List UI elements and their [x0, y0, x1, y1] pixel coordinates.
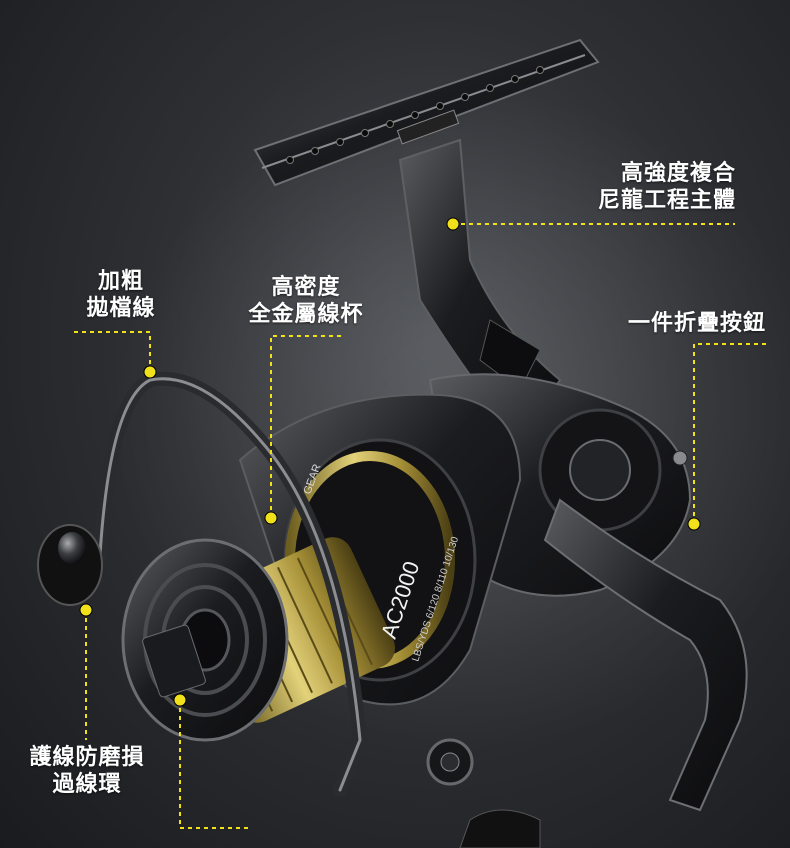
bail-knob: [37, 524, 103, 606]
callout-line-line-guard: [179, 700, 252, 829]
callout-line-bail-text: 加粗 拋檔線: [66, 268, 176, 322]
callout-line-bail: [72, 331, 151, 372]
callout-line-folding-button: [693, 343, 766, 524]
callout-lines: [72, 223, 766, 829]
callout-spool-text: 高密度 全金屬線杯: [226, 274, 386, 328]
callout-line-bail-line2: 拋檔線: [86, 296, 156, 321]
callout-dot-line-guard: [173, 693, 187, 707]
callout-folding-button-text: 一件折疊按鈕: [590, 310, 766, 337]
folding-button: [672, 450, 688, 466]
callout-line-bail-line1: 加粗: [97, 269, 144, 294]
callout-nylon-body-line1: 高強度複合: [620, 161, 736, 186]
callout-line-guard-line2: 過線環: [52, 772, 122, 797]
line-roller: [426, 738, 474, 786]
handle-arm: [543, 498, 748, 812]
callout-line-guard-text: 護線防磨損 過線環: [12, 744, 162, 798]
callout-dots: [79, 217, 701, 707]
callout-nylon-body: 高強度複合 尼龍工程主體: [560, 160, 736, 214]
reel-foot: [253, 38, 600, 187]
callout-dot-bail: [143, 365, 157, 379]
callout-line-guard-line1: 護線防磨損: [29, 745, 145, 770]
callout-dot-nylon-body: [446, 217, 460, 231]
spool-face: [121, 538, 289, 742]
callout-dot-bail-knob: [79, 603, 93, 617]
callout-spool-line1: 高密度: [271, 275, 341, 300]
callout-nylon-body-line2: 尼龍工程主體: [597, 188, 736, 213]
callout-dot-spool: [264, 511, 278, 525]
handle-knob: [459, 809, 541, 848]
callout-dot-folding-button: [687, 517, 701, 531]
callout-folding-button-line1: 一件折疊按鈕: [627, 311, 766, 336]
callout-spool-line2: 全金屬線杯: [248, 302, 364, 327]
